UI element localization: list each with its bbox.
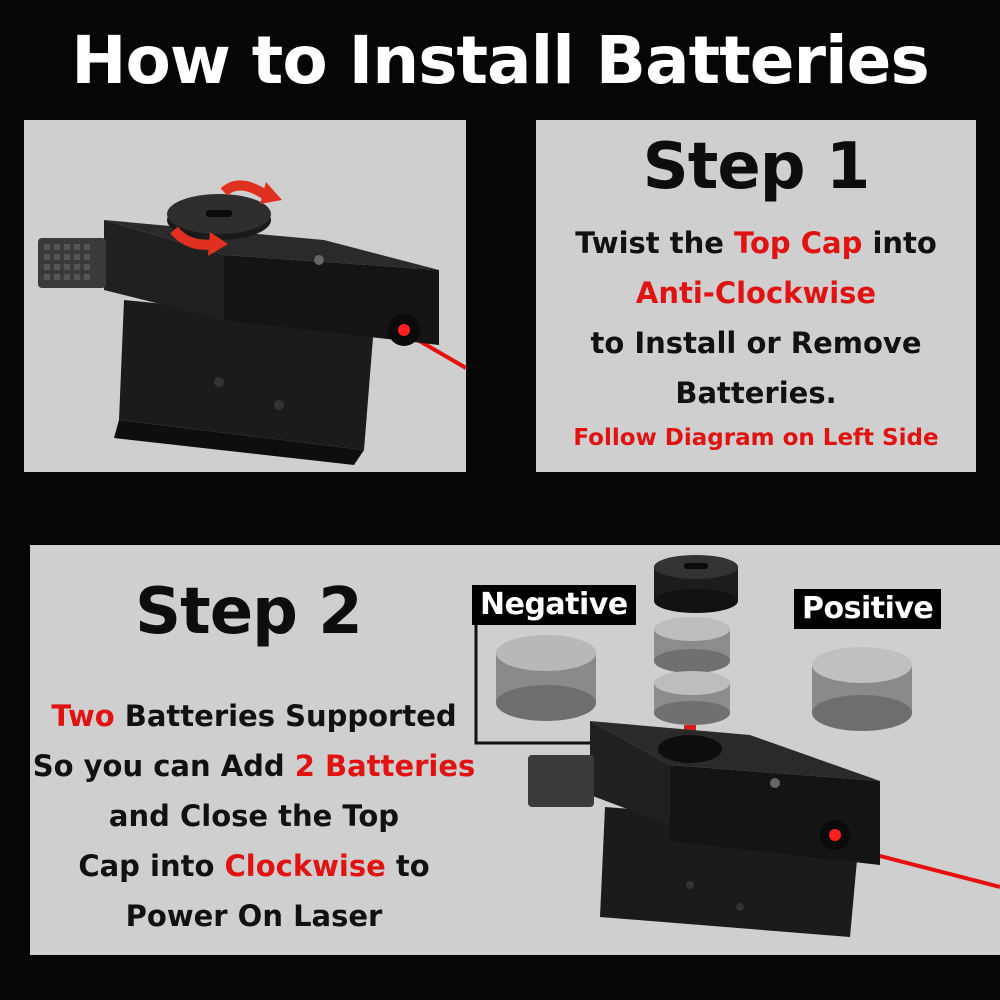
stacked-battery-bottom-icon [654, 671, 730, 725]
step1-note: Follow Diagram on Left Side [573, 425, 939, 451]
step2-line2-highlight: 2 Batteries [294, 749, 476, 783]
step1-line3: to Install or Remove [590, 326, 922, 360]
step2-line4-highlight: Clockwise [224, 849, 386, 883]
step1-text-panel: Step 1 Twist the Top Cap into Anti-Clock… [536, 120, 976, 472]
battery-bay [658, 735, 722, 763]
step2-line1-text: Batteries Supported [114, 699, 457, 733]
serrated-tab-2 [528, 755, 594, 807]
rotate-arrow-top-icon [220, 180, 267, 199]
step1-line1-end: into [862, 226, 937, 260]
step2-line3: and Close the Top [108, 799, 400, 833]
step1-line1-highlight: Top Cap [734, 226, 863, 260]
step2-line4: Cap into Clockwise to [30, 841, 478, 891]
laser-device-illustration [38, 180, 466, 465]
stacked-battery-top-icon [654, 617, 730, 673]
rail-base [119, 300, 374, 450]
battery-cap-icon [654, 555, 738, 613]
step2-line2: So you can Add 2 Batteries [30, 741, 478, 791]
step2-line1-highlight: Two [51, 699, 115, 733]
positive-label: Positive [794, 589, 942, 629]
step2-line1: Two Batteries Supported [30, 691, 478, 741]
step2-instructions: Two Batteries Supported So you can Add 2… [30, 691, 478, 941]
laser-beam-2 [829, 841, 1000, 889]
insert-arrow-icon [676, 725, 704, 757]
negative-label: Negative [472, 585, 636, 625]
step2-line4-text: Cap into [78, 849, 225, 883]
step1-line4: Batteries. [675, 376, 837, 410]
body-front [224, 255, 439, 345]
step2-panel: Step 2 Two Batteries Supported So you ca… [30, 545, 1000, 955]
step1-diagram-panel [24, 120, 466, 472]
step2-line5: Power On Laser [125, 899, 383, 933]
step2-line4-end: to [385, 849, 430, 883]
step1-line1: Twist the Top Cap into [536, 218, 976, 268]
negative-battery-icon [496, 635, 596, 721]
step1-heading: Step 1 [642, 130, 871, 204]
step1-line2: Anti-Clockwise [635, 276, 877, 310]
step2-line2-text: So you can Add [32, 749, 295, 783]
negative-bracket [474, 625, 590, 745]
laser-device-open-illustration [528, 721, 1000, 937]
step2-heading: Step 2 [135, 575, 363, 649]
step1-instructions: Twist the Top Cap into Anti-Clockwise to… [536, 218, 976, 458]
positive-battery-icon [812, 647, 912, 731]
page-title: How to Install Batteries [71, 22, 929, 99]
step1-line1-text: Twist the [575, 226, 735, 260]
